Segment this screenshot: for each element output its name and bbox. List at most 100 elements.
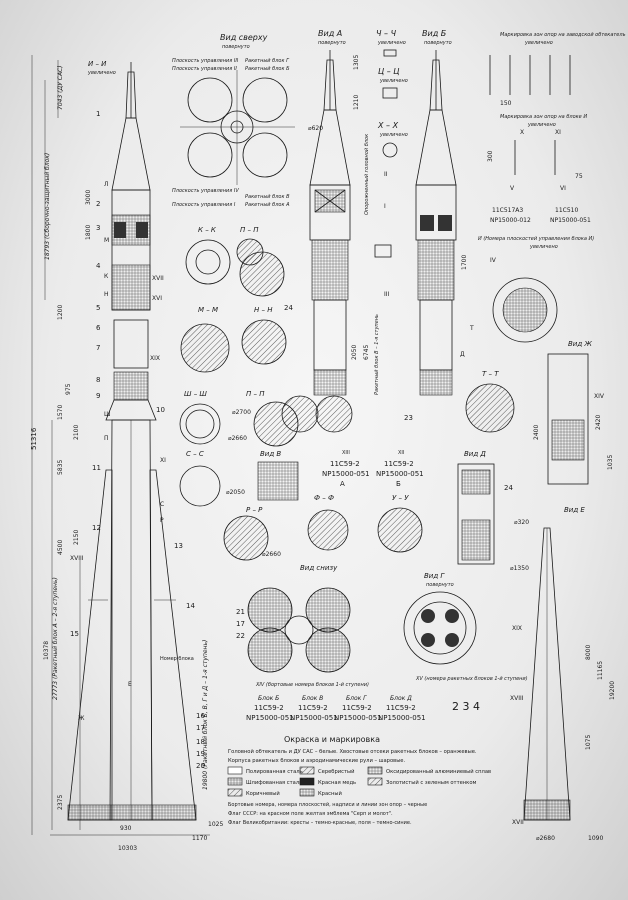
np-v-b: NP15000-051 — [290, 714, 338, 722]
roman-xiii: XIII — [342, 450, 350, 456]
main-rocket-side-view — [50, 62, 210, 836]
letter-n: Н — [104, 291, 109, 298]
xiv-note: XIV (бортовые номера блоков 1-й ступени) — [255, 682, 369, 688]
dim-18793: 18793 (Сборочно-защитный блок) — [44, 153, 51, 260]
dim-19200: 19200 — [609, 681, 616, 700]
callout-13: 13 — [174, 542, 183, 550]
paint-title: Окраска и маркировка — [284, 735, 380, 744]
vid-sverhu-title: Вид сверху — [220, 33, 268, 42]
np-b: NP15000-051 — [246, 714, 294, 722]
vid-b-title: Вид Б — [422, 29, 447, 38]
dim-2660b: ⌀2660 — [262, 551, 281, 558]
f-f-title: Ф – Ф — [314, 494, 334, 502]
dim-975: 975 — [65, 383, 72, 395]
callout-12: 12 — [92, 524, 101, 532]
vid-e-title: Вид Е — [564, 506, 585, 514]
dim-620: ⌀620 — [308, 125, 323, 132]
callout-18: 18 — [196, 738, 205, 746]
letter-t: Т — [469, 325, 474, 332]
letter-s: С — [160, 501, 164, 508]
roman-xvii-e: XVII — [512, 819, 524, 826]
view-g: Вид Г повернуто XV (номера ракетных блок… — [403, 572, 528, 682]
code-vi: 11С510 — [555, 207, 578, 214]
ts-ts-sub: увеличено — [379, 78, 408, 84]
callout-1: 1 — [96, 110, 100, 118]
dim-1700: 1700 — [461, 255, 468, 270]
sh-sh-title: Ш – Ш — [184, 390, 207, 398]
vid-a-title: Вид А — [318, 29, 342, 38]
dim-2680: ⌀2680 — [536, 835, 555, 842]
callout-23: 23 — [404, 414, 413, 422]
roman-xvii: XVII — [152, 275, 164, 282]
dim-1305: 1305 — [353, 55, 360, 70]
block-b: Ракетный блок Б — [245, 66, 290, 72]
dim-1570: 1570 — [57, 405, 64, 420]
paint-note3: Флаг Великобритании: кресты – темно-крас… — [228, 820, 412, 826]
legend-4: Красная медь — [318, 780, 356, 786]
roman-x: X — [520, 129, 524, 136]
callout-6: 6 — [96, 324, 101, 332]
xv-note: XV (номера ракетных блоков 1-й ступени) — [415, 676, 528, 682]
dim-19800: 19800 (Ракетный блок Б, В, Г и Д – 1-я с… — [202, 640, 209, 790]
block-a: Ракетный блок А — [245, 202, 290, 208]
code-g-b: 11С59-2 — [342, 704, 372, 712]
dim-8000: 8000 — [585, 645, 592, 660]
roman-xviii: XVIII — [70, 555, 84, 562]
engine-codes: XIII 11С59-2 NP15000-051 А XII 11С59-2 N… — [322, 450, 424, 488]
callout-2: 2 — [96, 200, 100, 208]
left-dimensions: 51316 18793 (Сборочно-защитный блок) 704… — [30, 55, 223, 852]
dim-2050b: ⌀2050 — [226, 489, 245, 496]
letter-zh: Ж — [78, 715, 85, 722]
vid-b-sub: повернуто — [424, 40, 452, 46]
callout-4: 4 — [96, 262, 101, 270]
legend-7: Красный — [318, 790, 342, 797]
x-x-title: Х – Х — [377, 121, 399, 130]
blok-g-label: Блок Г — [346, 695, 367, 702]
legend-3: Шлифованная сталь — [246, 780, 302, 786]
callout-17b: 17 — [236, 620, 245, 628]
block-codes: Блок Б Блок В Блок Г Блок Д 11С59-2 NP15… — [246, 695, 480, 722]
vid-g-sub: повернуто — [426, 582, 454, 588]
callout-11: 11 — [92, 464, 101, 472]
x-x-sub: увеличено — [379, 132, 408, 138]
view-zh: Вид Ж 2420 2400 1035 XIV — [533, 340, 614, 485]
plane-3: Плоскость управления III — [172, 58, 239, 64]
dim-2050: 2050 — [351, 345, 358, 360]
code-b: 11С59-2 — [254, 704, 284, 712]
letter-a-code: А — [340, 480, 345, 488]
paint-line1: Головной обтекатель и ДУ САС – белые. Хв… — [228, 748, 477, 755]
dim-75: 75 — [575, 173, 583, 180]
roman-iv: IV — [490, 257, 497, 264]
zones-sub: увеличено — [524, 40, 553, 46]
roman-vi: VI — [560, 185, 566, 192]
blok-d-label: Блок Д — [390, 695, 412, 702]
view-b-rocket: Вид Б повернуто 1700 Т Д — [415, 29, 474, 396]
plane-2: Плоскость управления II — [172, 66, 237, 72]
callout-17: 17 — [196, 724, 205, 732]
code-v-np: NP15000-012 — [490, 217, 531, 224]
code-v: 11С517А3 — [492, 207, 523, 214]
legend-2: Оксидированный алюминиевый сплав — [386, 768, 491, 775]
dim-1035: 1035 — [607, 455, 614, 470]
roman-xix: XIX — [150, 355, 160, 362]
dim-2150: 2150 — [73, 530, 80, 545]
roman-xii: XII — [398, 450, 404, 456]
vid-sverhu-sub: повернуто — [222, 44, 250, 50]
callout-24b: 24 — [504, 484, 513, 492]
dim-7043: 7043 (ДУ САС) — [57, 65, 64, 110]
block-g: Ракетный блок Г — [245, 58, 290, 64]
roman-xi: XI — [160, 457, 166, 464]
marking-zones: Маркировка зон опор на заводской обтекат… — [478, 32, 626, 343]
callout-10: 10 — [156, 406, 165, 414]
letter-b-code: Б — [396, 480, 401, 488]
dim-10378: 10378 — [43, 641, 50, 660]
blok-v-label: Блок В — [302, 695, 323, 702]
dim-4500: 4500 — [57, 540, 64, 555]
code-v-b: 11С59-2 — [298, 704, 328, 712]
view-a-rocket: Вид А повернуто ⌀620 1305 1210 Опорожнен… — [308, 29, 380, 396]
blok-i-plane: И (Номера плоскостей управления блока И) — [478, 236, 594, 242]
callout-21: 21 — [236, 608, 245, 616]
section-i-i-sub: увеличено — [87, 70, 116, 76]
dim-2100: 2100 — [73, 425, 80, 440]
